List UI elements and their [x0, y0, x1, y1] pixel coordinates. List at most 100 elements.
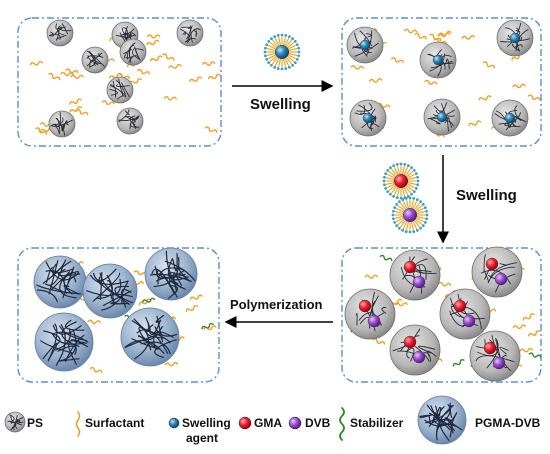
- surfactant: [69, 106, 83, 113]
- surfactant-tail: [283, 58, 286, 68]
- swelling-agent: [509, 32, 521, 44]
- surfactant: [350, 65, 364, 70]
- surfactant-tail: [397, 205, 405, 211]
- surfactant-tail: [416, 217, 425, 223]
- polymer-chain: [430, 62, 444, 69]
- surfactant-tail: [388, 171, 396, 177]
- surfactant: [468, 120, 482, 127]
- surfactant-head: [408, 196, 412, 200]
- legend-gma-icon: [238, 416, 252, 430]
- ps-seed: [119, 38, 147, 66]
- gma-droplet: [403, 335, 417, 349]
- surfactant-head: [410, 166, 413, 170]
- surfactant-tail: [397, 219, 405, 225]
- surfactant-head: [401, 198, 405, 202]
- surfactant-head: [297, 54, 300, 58]
- legend-gma-label: GMA: [254, 416, 282, 430]
- surfactant: [512, 83, 526, 89]
- surfactant-head: [423, 220, 427, 224]
- ps-seed: [106, 76, 134, 104]
- swelling-agent: [504, 112, 516, 124]
- ps-seed: [81, 46, 109, 74]
- polymer-chain: [55, 117, 61, 133]
- surfactant-tail: [269, 42, 277, 48]
- ps-sphere: [389, 249, 441, 301]
- surfactant-tail: [288, 48, 298, 51]
- surfactant-head: [293, 40, 297, 43]
- polymer-chain: [92, 272, 121, 302]
- surfactant-tail: [395, 217, 404, 223]
- surfactant-tail: [267, 44, 276, 50]
- surfactant-tail: [411, 221, 414, 231]
- surfactant-tail: [402, 165, 405, 175]
- polymer-chain: [370, 122, 380, 131]
- surfactant-tail: [407, 183, 416, 189]
- dvb-droplet: [462, 314, 476, 328]
- surfactant-tail: [284, 37, 290, 46]
- surfactant-tail: [391, 168, 397, 176]
- polymer-chain: [186, 28, 201, 43]
- polymer-chain: [436, 403, 451, 429]
- polymer-chain: [118, 109, 130, 122]
- polymer-chain: [42, 259, 67, 284]
- surfactant-head: [419, 200, 422, 204]
- polymer-chain: [381, 306, 387, 314]
- polymer-chain: [106, 280, 115, 305]
- legend-swelling-agent-label-1: Swelling: [182, 416, 231, 430]
- stabilizer: [379, 254, 393, 262]
- surfactant: [404, 28, 418, 34]
- polymer-chain: [355, 312, 358, 326]
- surfactant-tail: [385, 182, 395, 185]
- surfactant-head: [412, 230, 416, 233]
- surfactant-head: [383, 183, 386, 187]
- polymer-chain: [365, 33, 372, 38]
- surfactant: [133, 270, 147, 276]
- polymer-chain: [14, 415, 18, 429]
- polymer-chain: [56, 25, 67, 37]
- polymer-chain: [429, 118, 441, 125]
- surfactant-head: [389, 192, 392, 196]
- polymer-chain: [110, 293, 133, 302]
- dvb-micelle: [391, 196, 429, 234]
- surfactant-head: [386, 169, 390, 172]
- polymer-chain: [354, 104, 366, 115]
- panel-product: [17, 247, 220, 383]
- polymer-chain: [115, 79, 126, 97]
- surfactant-head: [393, 220, 397, 224]
- polymer-chain: [425, 405, 453, 424]
- surfactant-tail: [394, 211, 404, 214]
- surfactant-tail: [406, 185, 414, 191]
- polymer-chain: [505, 120, 517, 131]
- surfactant-tail: [406, 171, 414, 177]
- surfactant: [185, 304, 198, 312]
- polymer-chain: [138, 325, 164, 341]
- surfactant-tail: [269, 56, 277, 62]
- polymer-chain: [44, 263, 65, 286]
- swelling-agent: [436, 111, 448, 123]
- surfactant-head: [295, 57, 299, 61]
- surfactant-head: [416, 179, 420, 183]
- legend-pgma-dvb-label: PGMA-DVB: [475, 416, 541, 430]
- surfactant: [168, 63, 182, 69]
- surfactant-head: [291, 37, 294, 41]
- surfactant-tail: [286, 57, 292, 65]
- polymer-chain: [124, 339, 165, 354]
- surfactant-tail: [266, 48, 276, 51]
- surfactant-head: [265, 43, 269, 47]
- surfactant: [162, 53, 175, 61]
- surfactant: [164, 361, 179, 367]
- polymer-chain: [185, 38, 197, 43]
- surfactant-tail: [415, 205, 423, 211]
- surfactant: [414, 32, 427, 40]
- pgma-dvb-sphere: [34, 312, 94, 372]
- polymer-chain: [449, 310, 465, 328]
- polymer-chain: [182, 31, 187, 36]
- panel-ps: [17, 17, 222, 147]
- pgma-dvb-particle: [34, 312, 94, 372]
- polymer-chain: [109, 85, 124, 97]
- surfactant-head: [395, 196, 399, 199]
- surfactant-head: [280, 33, 284, 37]
- surfactant-head: [287, 65, 291, 69]
- polymer-chain: [155, 276, 171, 285]
- polymer-chain: [154, 339, 177, 358]
